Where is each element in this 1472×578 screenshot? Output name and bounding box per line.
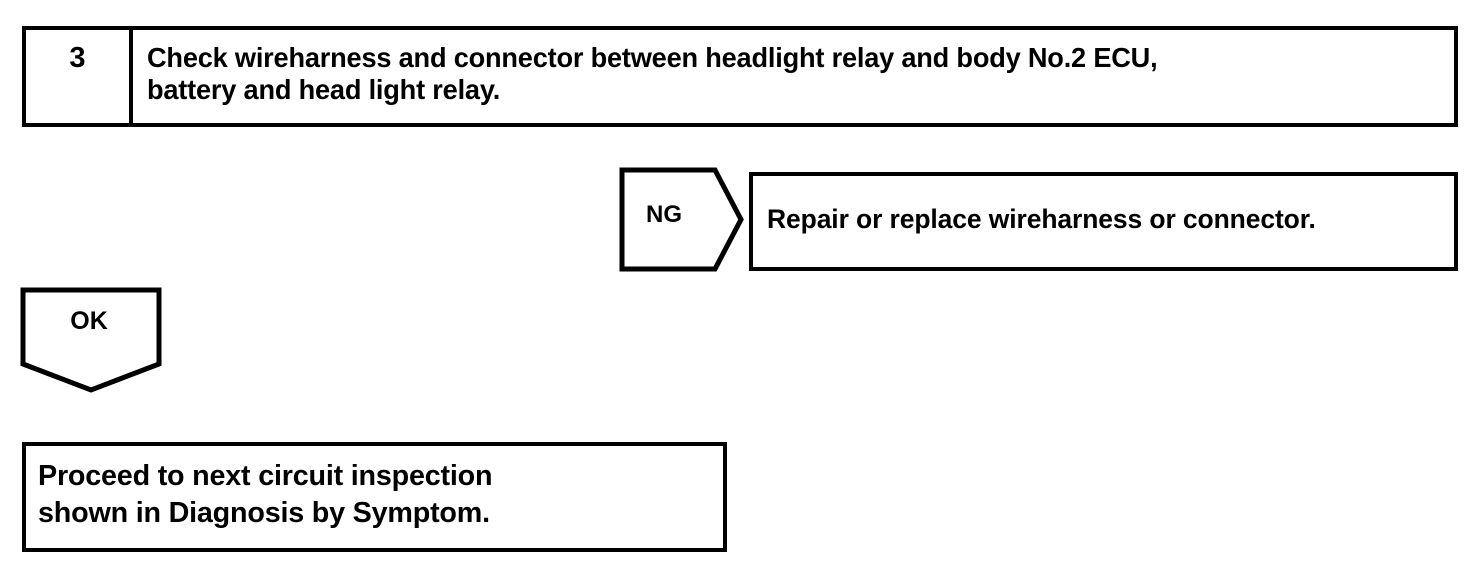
step-box: 3 Check wireharness and connector betwee…	[22, 26, 1458, 127]
ok-result-text: Proceed to next circuit inspection shown…	[38, 460, 493, 529]
ng-branch-label: NG	[646, 201, 682, 228]
ng-arrow-right-icon	[619, 167, 744, 272]
ng-result-text: Repair or replace wireharness or connect…	[767, 204, 1316, 234]
ng-result-box: Repair or replace wireharness or connect…	[749, 172, 1458, 271]
step-number-cell: 3	[26, 30, 133, 123]
step-instruction-cell: Check wireharness and connector between …	[133, 30, 1454, 123]
ok-result-box: Proceed to next circuit inspection shown…	[22, 442, 727, 552]
step-instruction-text: Check wireharness and connector between …	[147, 42, 1158, 105]
ok-branch-label: OK	[70, 307, 108, 335]
step-number: 3	[69, 42, 86, 74]
ok-arrow-down-icon	[20, 287, 162, 393]
